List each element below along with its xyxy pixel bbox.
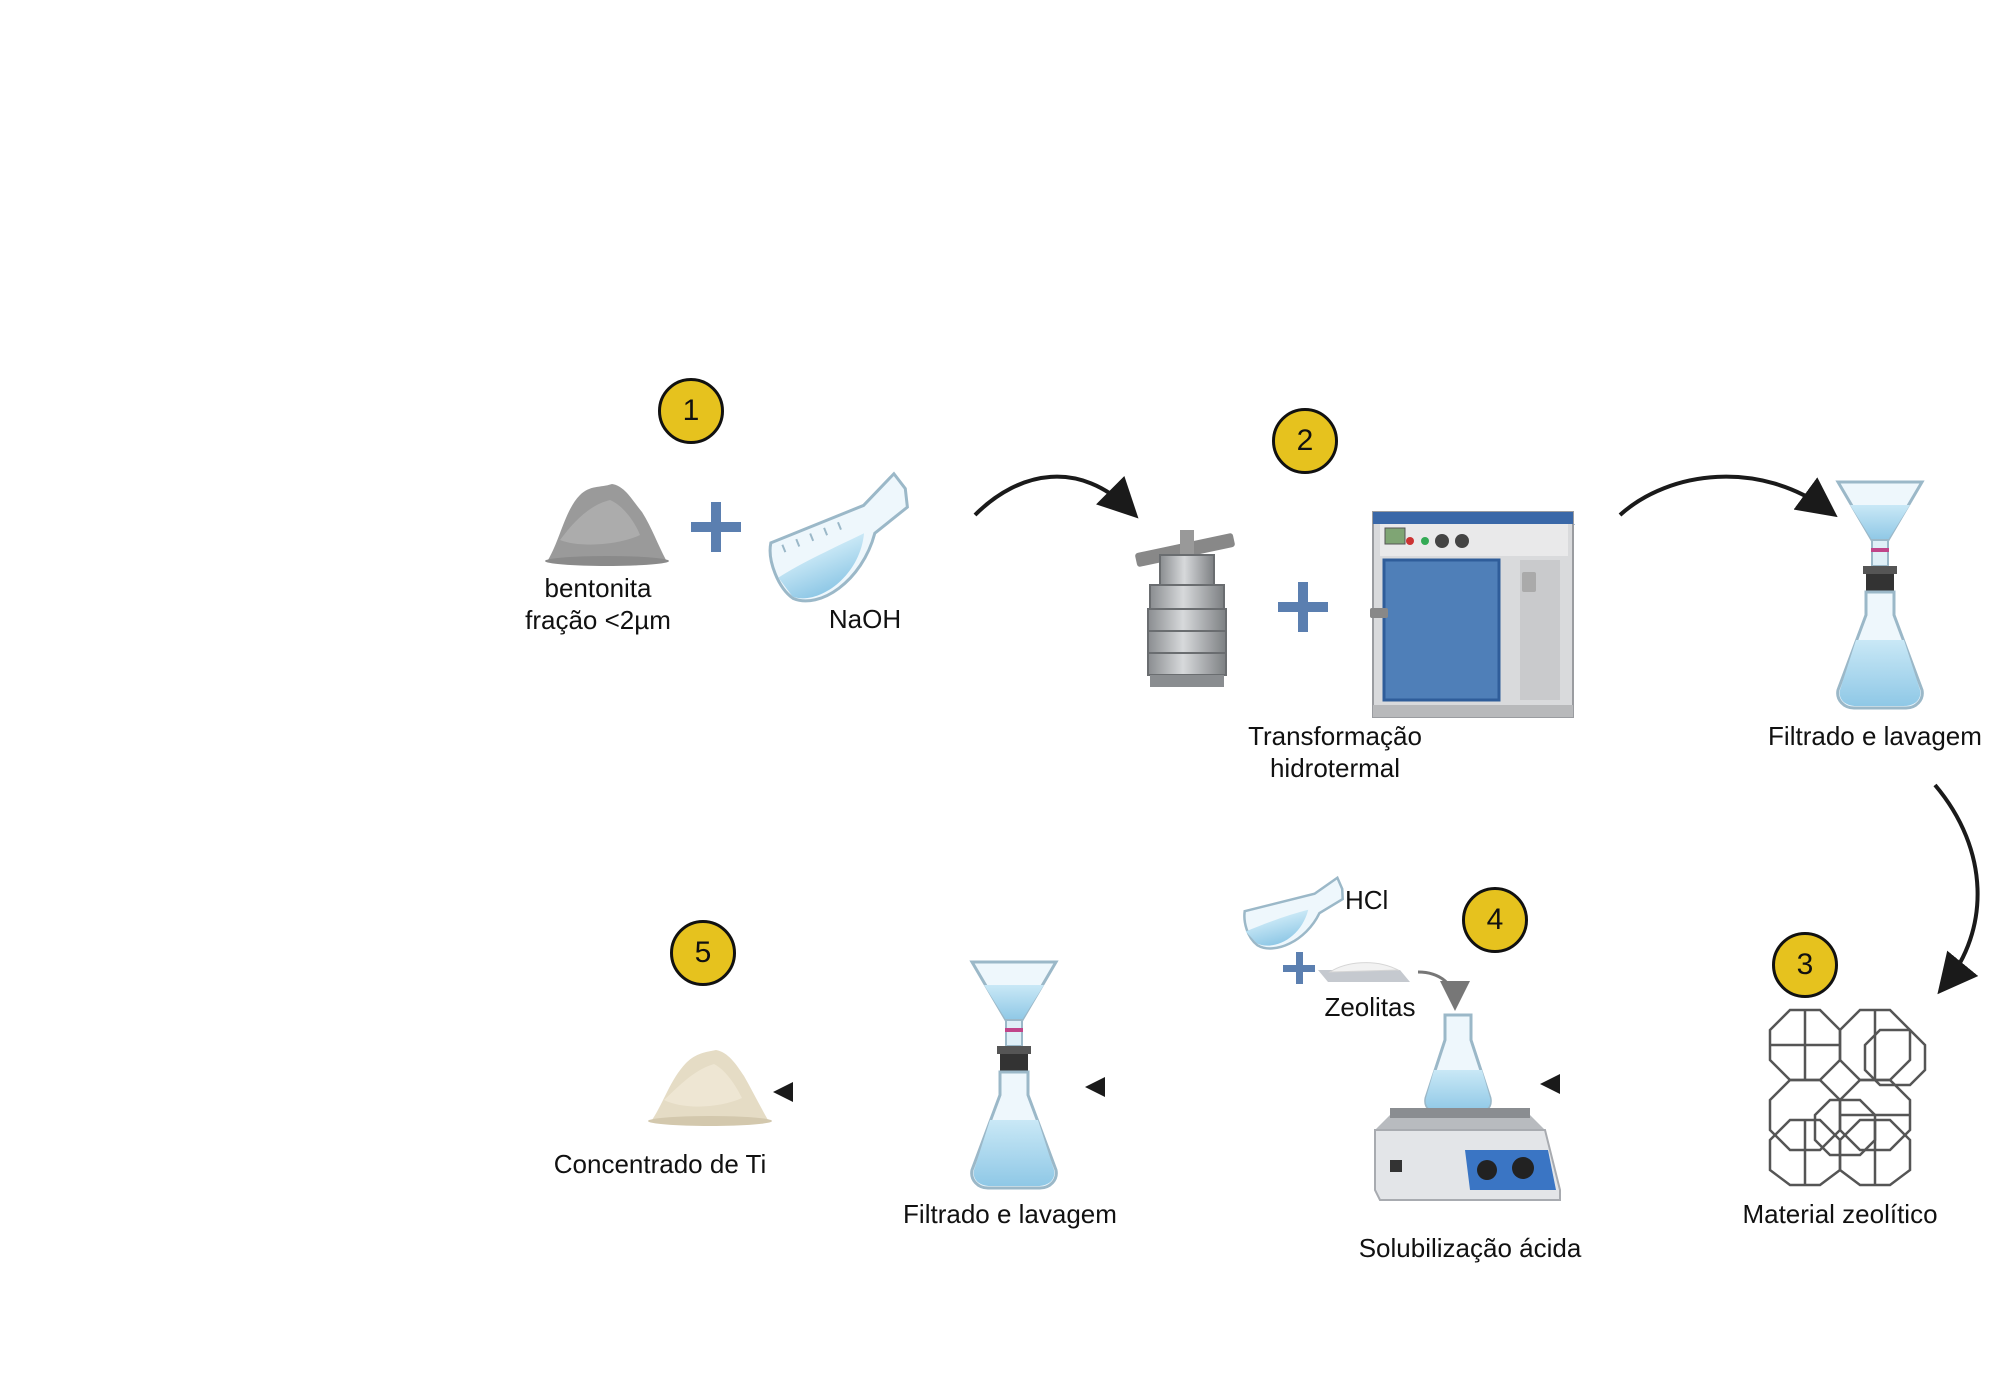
arrow-icon	[1540, 1074, 1560, 1094]
step-badge-5: 5	[670, 920, 736, 986]
step-badge-4: 4	[1462, 887, 1528, 953]
arrow-icon	[773, 1082, 793, 1102]
funnel-flask-icon	[969, 960, 1059, 1190]
bentonite-label-line1: bentonita	[544, 573, 652, 603]
hcl-label: HCl	[1345, 885, 1389, 915]
arrow-icon	[1933, 783, 1980, 995]
powder-pile-beige-icon	[648, 1050, 772, 1126]
zeolite-structure-icon	[1768, 1008, 1927, 1187]
acid-solubilization-label: Solubilização ácida	[1358, 1233, 1582, 1263]
arrow-icon	[973, 474, 1139, 519]
filter-bottom-label: Filtrado e lavagem	[903, 1199, 1117, 1229]
powder-tray-icon	[1318, 962, 1410, 982]
tilted-flask-icon	[768, 471, 909, 603]
step-badge-1: 1	[658, 378, 724, 444]
arrow-icon	[1618, 474, 1838, 518]
filter-top-label: Filtrado e lavagem	[1768, 721, 1982, 751]
naoh-label: NaOH	[828, 604, 902, 634]
hotplate-stirrer-icon	[1374, 1013, 1561, 1201]
plus-icon	[691, 502, 741, 552]
funnel-flask-icon	[1835, 480, 1925, 710]
hydrothermal-label: Transformação hidrotermal	[1215, 720, 1455, 784]
oven-icon	[1370, 511, 1575, 718]
bentonite-label: bentonita fração <2µm	[498, 572, 698, 636]
zeolitas-label: Zeolitas	[1324, 992, 1416, 1022]
ti-concentrate-label: Concentrado de Ti	[553, 1149, 767, 1179]
step-badge-2: 2	[1272, 408, 1338, 474]
zeolite-material-label: Material zeolítico	[1742, 1199, 1938, 1229]
tilted-flask-icon	[1243, 875, 1344, 950]
arrow-icon	[1085, 1077, 1105, 1097]
hydrothermal-label-line1: Transformação	[1248, 721, 1422, 751]
powder-pile-gray-icon	[545, 484, 669, 566]
plus-icon	[1278, 582, 1328, 632]
bentonite-label-line2: fração <2µm	[525, 605, 671, 635]
arrow-icon	[1417, 970, 1470, 1011]
hydrothermal-label-line2: hidrotermal	[1269, 753, 1401, 783]
plus-icon	[1283, 952, 1315, 984]
autoclave-icon	[1135, 530, 1235, 687]
step-badge-3: 3	[1772, 932, 1838, 998]
